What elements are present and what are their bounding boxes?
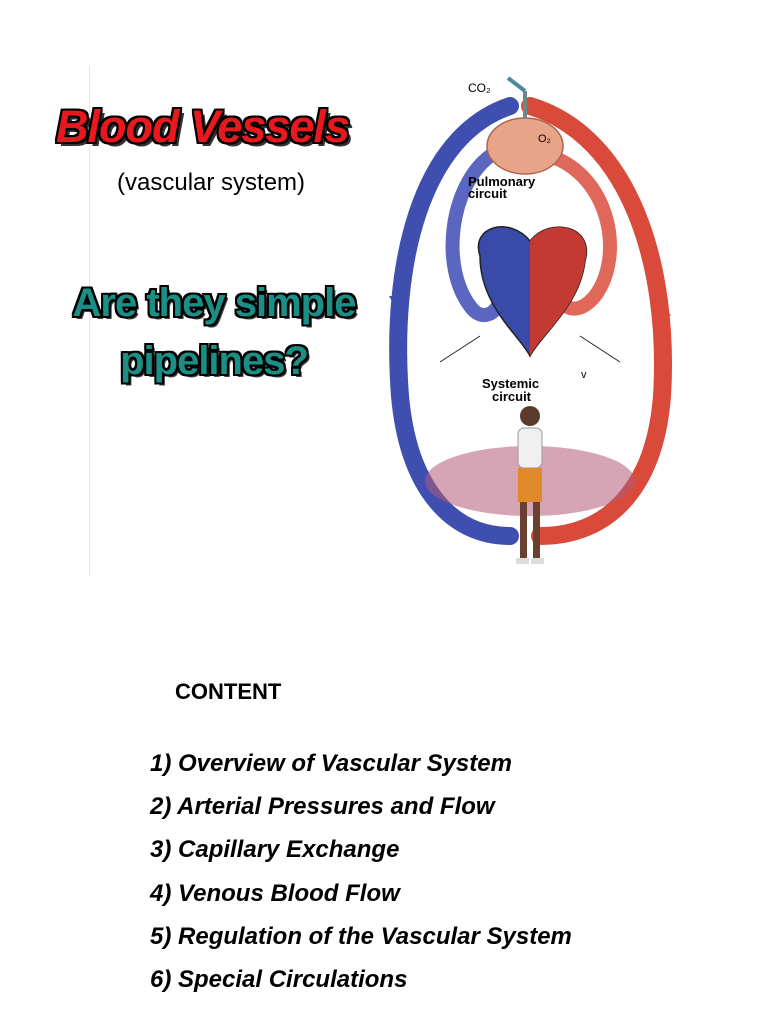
systemic-label-2: circuit <box>492 389 532 404</box>
v-label: v <box>581 369 587 381</box>
list-item: 4) Venous Blood Flow <box>150 879 400 907</box>
co2-label: CO₂ <box>468 81 491 95</box>
systemic-vein-loop <box>389 97 519 545</box>
list-item: 2) Arterial Pressures and Flow <box>150 793 495 821</box>
circulation-svg: CO₂ O₂ Pulmonary circuit Systemic circui… <box>389 76 672 564</box>
question-line-1: Are they simple <box>72 281 357 325</box>
lungs-shape <box>486 117 564 175</box>
question-line-2: pipelines? <box>120 339 309 383</box>
list-item: 6) Special Circulations <box>150 965 408 993</box>
circulation-diagram: CO₂ O₂ Pulmonary circuit Systemic circui… <box>380 66 680 582</box>
page-title: Blood Vessels <box>56 101 350 152</box>
pulmonary-vein <box>445 149 507 322</box>
pulmonary-label-2: circuit <box>468 186 508 201</box>
systemic-label-1: Systemic <box>482 376 539 391</box>
page-subtitle: (vascular system) <box>117 169 306 196</box>
o2-label: O₂ <box>538 133 551 145</box>
content-heading: CONTENT <box>175 679 282 704</box>
margin-line <box>89 66 90 576</box>
person-head <box>520 406 540 426</box>
list-item: 3) Capillary Exchange <box>150 836 400 864</box>
list-item: 5) Regulation of the Vascular System <box>150 922 572 950</box>
pulmonary-artery <box>543 149 617 316</box>
pulmonary-label-1: Pulmonary <box>468 174 536 189</box>
systemic-artery-loop <box>521 97 672 545</box>
list-item: 1) Overview of Vascular System <box>150 750 512 777</box>
question-heading: Are they simple pipelines? <box>64 274 364 390</box>
content-list: 1) Overview of Vascular System 2) Arteri… <box>150 750 572 1011</box>
